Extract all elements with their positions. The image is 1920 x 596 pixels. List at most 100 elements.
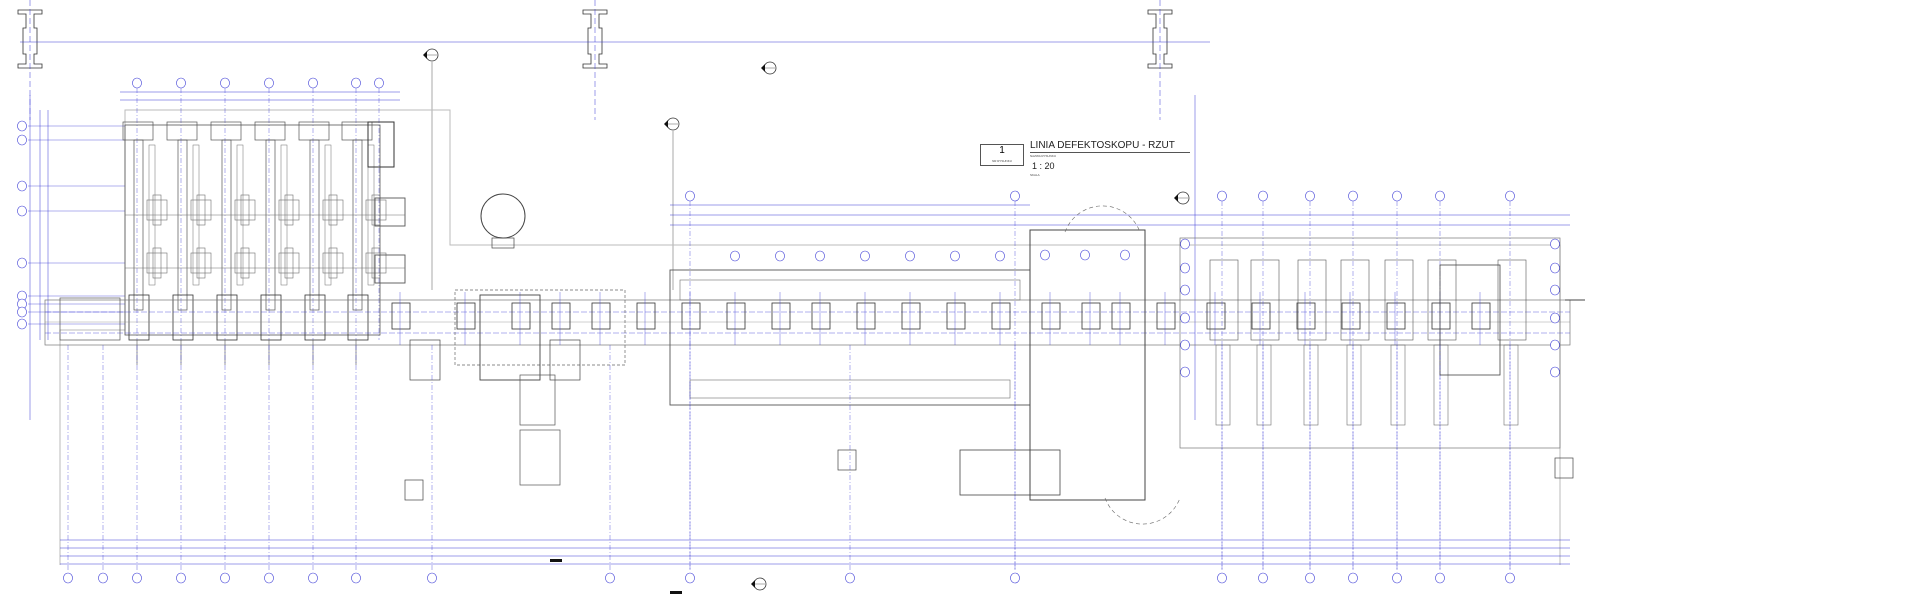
roller-arm — [1433, 344, 1449, 426]
grid-bubble-right — [1258, 190, 1268, 202]
grid-bubble-top — [264, 77, 274, 89]
scale-bar — [550, 559, 562, 562]
roller-hub — [328, 247, 338, 279]
conveyor-roller — [1081, 302, 1101, 330]
roller-shaft — [352, 139, 363, 311]
roller-stand — [1340, 259, 1370, 341]
grid-bubble-right-side — [1180, 366, 1190, 378]
grid-bubble-left — [17, 205, 27, 217]
section-arrow-icon — [761, 64, 765, 72]
conveyor-roller — [726, 302, 746, 330]
section-arrow-icon — [751, 580, 755, 588]
roller-stand — [1297, 259, 1327, 341]
roller-disc — [278, 252, 300, 274]
conveyor-roller — [391, 302, 411, 330]
grid-bubble-bottom — [685, 572, 695, 584]
grid-bubble-left — [17, 134, 27, 146]
conveyor-roller — [856, 302, 876, 330]
roller-hub — [371, 247, 381, 279]
grid-bubble-right-side — [1550, 366, 1560, 378]
building-outline — [59, 109, 1561, 565]
roller-stand — [1497, 259, 1527, 341]
grid-bubble-right-side — [1550, 238, 1560, 250]
conveyor-roller — [1471, 302, 1491, 330]
middle-cabinet — [519, 374, 556, 426]
roller-shaft — [309, 139, 320, 311]
roller-disc — [146, 199, 168, 221]
legend-box — [837, 449, 857, 471]
grid-bubble-right-side — [1180, 238, 1190, 250]
grid-bubble-center — [905, 250, 915, 262]
scale-label: SKALA — [1030, 173, 1040, 177]
testing-station — [669, 269, 1031, 406]
conveyor-head-unit — [59, 297, 121, 341]
enclosure — [1029, 229, 1146, 501]
roller-stand — [1384, 259, 1414, 341]
section-arrow-icon — [423, 51, 427, 59]
roller-stand — [347, 294, 369, 341]
legend-box — [404, 479, 424, 501]
conveyor-roller — [1341, 302, 1361, 330]
grid-bubble-top — [351, 77, 361, 89]
conveyor-roller — [1111, 302, 1131, 330]
door-swing — [1064, 205, 1141, 233]
gear-box — [374, 197, 406, 227]
grid-bubble-right-side — [1180, 339, 1190, 351]
roller-hub — [284, 194, 294, 226]
roller-disc — [322, 252, 344, 274]
conveyor-roller — [1251, 302, 1271, 330]
middle-carriage — [479, 294, 541, 381]
roller-stand — [1250, 259, 1280, 341]
roller-hub — [240, 247, 250, 279]
roller-arm — [1256, 344, 1272, 426]
roller-arm — [1390, 344, 1406, 426]
grid-bubble-right — [1392, 190, 1402, 202]
grid-bubble-center — [730, 250, 740, 262]
legend-box — [1554, 457, 1574, 479]
roller-stand — [172, 294, 194, 341]
grid-bubble-right — [1505, 190, 1515, 202]
conveyor-roller — [1156, 302, 1176, 330]
grid-bubble-right — [1435, 190, 1445, 202]
left-frame — [124, 124, 381, 336]
roller-hub — [152, 247, 162, 279]
grid-bubble-center — [685, 190, 695, 202]
grid-bubble-left — [17, 318, 27, 330]
conveyor-roller — [771, 302, 791, 330]
roller-hub — [240, 194, 250, 226]
grid-bubble-center — [1010, 190, 1020, 202]
conveyor-roller — [1296, 302, 1316, 330]
grid-bubble-bottom — [1258, 572, 1268, 584]
roller-stand — [1427, 259, 1457, 341]
roller-disc — [234, 252, 256, 274]
conveyor-roller — [1206, 302, 1226, 330]
roller-disc — [365, 252, 387, 274]
roller-hub — [196, 194, 206, 226]
grid-bubble-bottom — [1435, 572, 1445, 584]
grid-bubble-right-side — [1550, 312, 1560, 324]
grid-bubble-bottom — [1305, 572, 1315, 584]
conveyor-roller — [946, 302, 966, 330]
grid-bubble-bottom — [1348, 572, 1358, 584]
scale-bar — [670, 591, 682, 594]
grid-bubble-top — [176, 77, 186, 89]
conveyor-roller — [636, 302, 656, 330]
grid-bubble-left — [17, 120, 27, 132]
section-arrow-icon — [1174, 194, 1178, 202]
conveyor-roller — [1041, 302, 1061, 330]
roller-stand — [128, 294, 150, 341]
grid-bubble-bottom — [220, 572, 230, 584]
roller-stand — [304, 294, 326, 341]
grid-bubble-bottom — [1392, 572, 1402, 584]
grid-bubble-top — [308, 77, 318, 89]
roller-disc — [365, 199, 387, 221]
motor-unit — [367, 121, 395, 168]
grid-bubble-bottom — [132, 572, 142, 584]
roller-disc — [234, 199, 256, 221]
conveyor-roller — [811, 302, 831, 330]
grid-bubble-center — [950, 250, 960, 262]
roller-arm — [1215, 344, 1231, 426]
roller-hub — [328, 194, 338, 226]
roller-disc — [190, 252, 212, 274]
drawing-number: 1 — [999, 145, 1005, 156]
